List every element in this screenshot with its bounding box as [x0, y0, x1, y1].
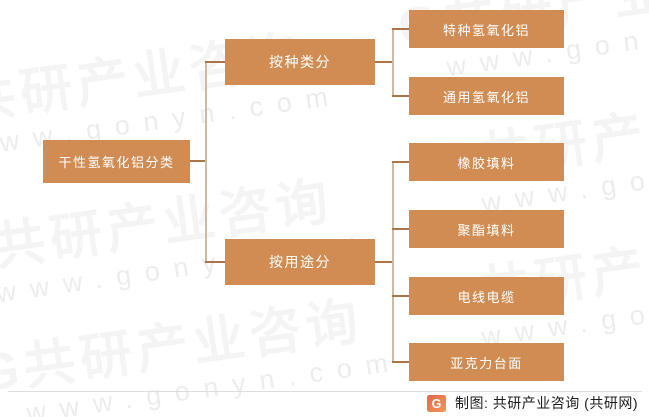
footer-divider [8, 391, 642, 392]
node-leaf-wire-and-cable: 电线电缆 [409, 277, 564, 315]
connector [392, 228, 409, 230]
node-leaf-rubber-filler: 橡胶填料 [409, 143, 564, 181]
connector [392, 295, 409, 297]
node-branch-by-use: 按用途分 [225, 239, 375, 285]
connector [392, 361, 409, 363]
footer-credit-text: 制图: 共研产业咨询 (共研网) [455, 395, 638, 411]
connector [392, 28, 394, 97]
connector [205, 61, 225, 63]
footer-credit: G 制图: 共研产业咨询 (共研网) [427, 393, 638, 413]
connector [392, 95, 409, 97]
connector [375, 61, 392, 63]
connector [392, 161, 409, 163]
watermark-url-text: www.gonyn.com [24, 345, 404, 417]
gonyn-logo-icon: G [427, 394, 446, 412]
node-leaf-polyester-filler: 聚酯填料 [409, 210, 564, 248]
connector [375, 261, 392, 263]
watermark-tile: G共研产业咨询 www.gonyn.com [0, 289, 404, 417]
connector [392, 161, 394, 363]
node-branch-by-type: 按种类分 [225, 39, 375, 85]
connector [392, 28, 409, 30]
node-leaf-special-aluminum-hydroxide: 特种氢氧化铝 [409, 10, 564, 48]
connector [205, 261, 225, 263]
node-root: 干性氢氧化铝分类 [43, 140, 190, 183]
svg-text:G: G [432, 397, 442, 411]
node-leaf-general-aluminum-hydroxide: 通用氢氧化铝 [409, 77, 564, 115]
connector [190, 160, 205, 162]
watermark-brand-text: G共研产业咨询 [0, 289, 399, 403]
node-leaf-acrylic-countertop: 亚克力台面 [409, 343, 564, 381]
connector [205, 61, 207, 263]
